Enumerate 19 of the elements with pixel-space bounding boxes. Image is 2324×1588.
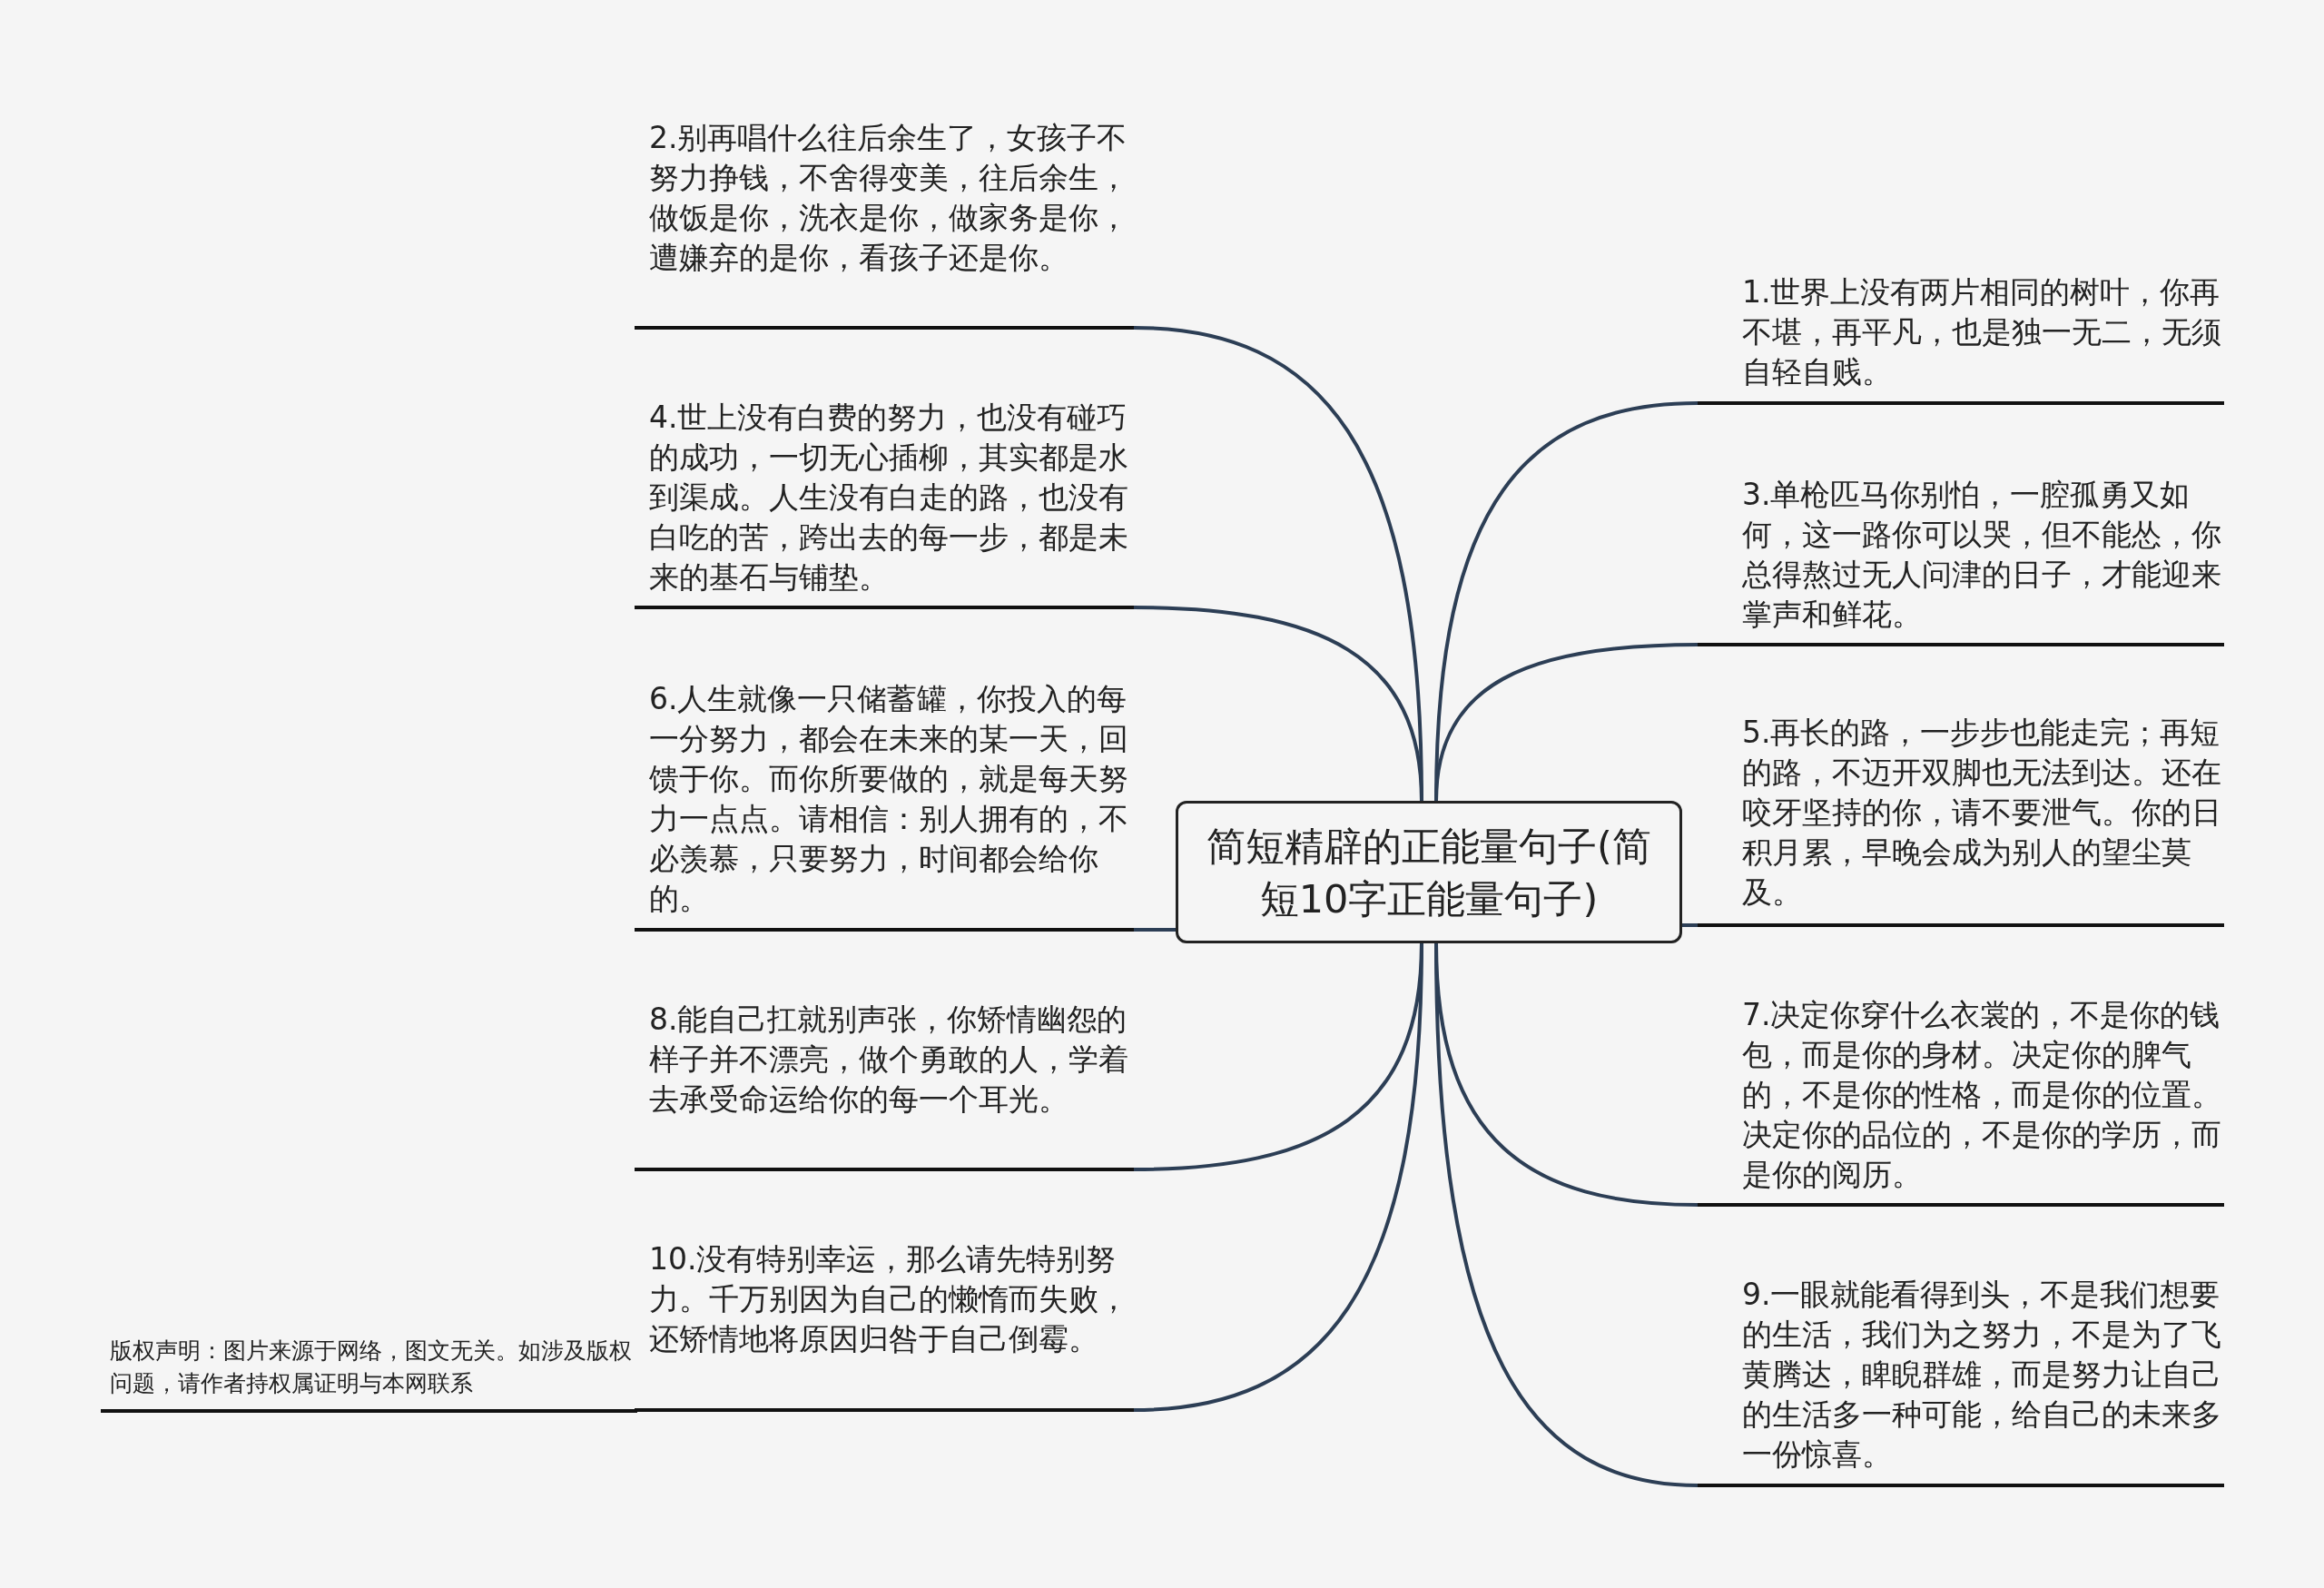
quote-text: 10.没有特别幸运，那么请先特别努力。千万别因为自己的懒惰而失败，还矫情地将原因归咎于自己倒霉。	[649, 1240, 1129, 1358]
quote-text: 5.再长的路，一步步也能走完；再短的路，不迈开双脚也无法到达。还在咬牙坚持的你，请不要泄气。你的日积月累，早晚会成为别人的望尘莫及。	[1742, 714, 2222, 912]
quote-text: 2.别再唱什么往后余生了，女孩子不努力挣钱，不舍得变美，往后余生，做饭是你，洗衣是你，做家务是你，遭嫌弃的是你，看孩子还是你。	[649, 119, 1129, 277]
quote-text: 9.一眼就能看得到头，不是我们想要的生活，我们为之努力，不是为了飞黄腾达，睥睨群雄，而是努力让自己的生活多一种可能，给自己的未来多一份惊喜。	[1742, 1276, 2222, 1474]
branch-line	[1434, 643, 1699, 802]
quote-text: 4.世上没有白费的努力，也没有碰巧的成功，一切无心插柳，其实都是水到渠成。人生没有白走的路，也没有白吃的苦，跨出去的每一步，都是未来的基石与铺垫。	[649, 399, 1129, 597]
quote-text: 3.单枪匹马你别怕，一腔孤勇又如何，这一路你可以哭，但不能怂，你总得熬过无人问津的日子，才能迎来掌声和鲜花。	[1742, 476, 2222, 634]
branch-line	[1682, 923, 1698, 927]
central-topic-box	[1176, 801, 1682, 943]
branch-line	[1434, 942, 1699, 1487]
branch-line	[1134, 928, 1176, 932]
quote-text: 7.决定你穿什么衣裳的，不是你的钱包，而是你的身材。决定你的脾气的，不是你的性格，而是你的位置。决定你的品位的，不是你的学历，而是你的阅历。	[1742, 996, 2222, 1194]
copyright-note: 版权声明：图片来源于网络，图文无关。如涉及版权问题，请作者持权属证明与本网联系	[101, 1335, 637, 1413]
branch-line	[1133, 606, 1423, 802]
branch-line	[1133, 942, 1423, 1412]
quote-text: 6.人生就像一只储蓄罐，你投入的每一分努力，都会在未来的某一天，回馈于你。而你所要做的，就是每天努力一点点。请相信：别人拥有的，不必羡慕，只要努力，时间都会给你的。	[649, 680, 1129, 918]
quote-text: 1.世界上没有两片相同的树叶，你再不堪，再平凡，也是独一无二，无须自轻自贱。	[1742, 273, 2222, 391]
quote-text: 8.能自己扛就别声张，你矫情幽怨的样子并不漂亮，做个勇敢的人，学着去承受命运给你的每一个耳光。	[649, 1001, 1129, 1119]
topic-title: 简短精辟的正能量句子(简短10字正能量句子)	[1206, 822, 1652, 923]
